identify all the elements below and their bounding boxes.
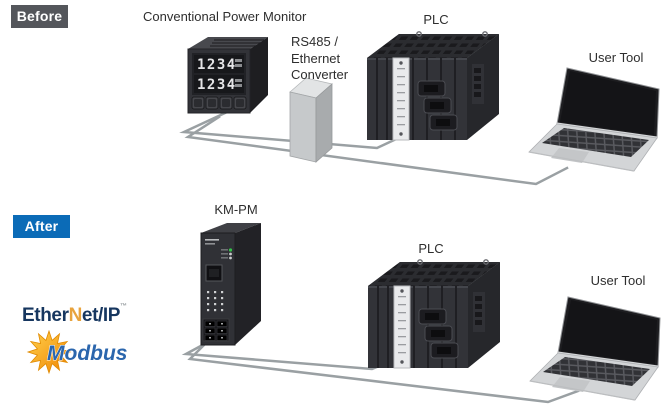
laptop-image-after [528,295,662,402]
after-badge: After [13,215,70,238]
ethernet-ip-accent-n: N [68,305,83,326]
ethernet-ip-trademark: ™ [120,303,128,310]
laptop-image-before [527,66,661,173]
plc-image-before [366,30,500,141]
cable-after-to-usertool [187,343,580,404]
display-row-2: 1234 [197,77,237,93]
modbus-wordmark: Modbus [47,342,127,365]
km-pm-image [200,223,261,346]
km-pm-label: KM-PM [214,202,258,217]
ethernet-ip-logo: EtherNet/IP™ [22,303,127,327]
before-badge: Before [11,5,68,28]
user-tool-label-before: User Tool [588,50,644,65]
plc-label-before: PLC [423,12,449,27]
rs485-converter-image [289,77,333,163]
modbus-logo: Modbus [26,330,128,375]
plc-image-after [367,258,501,369]
conventional-monitor-label: Conventional Power Monitor [143,9,307,24]
user-tool-label-after: User Tool [590,273,646,288]
converter-label: RS485 / Ethernet Converter [291,34,349,82]
ethernet-ip-suffix: et/IP [81,305,121,326]
power-monitor-image: 1234 1234 [187,37,268,114]
display-row-1: 1234 [197,57,237,73]
modbus-gear-icon [26,330,72,375]
cable-before-ethernet [184,115,569,186]
ethernet-ip-prefix: Ether [22,305,69,326]
plc-label-after: PLC [418,241,444,256]
